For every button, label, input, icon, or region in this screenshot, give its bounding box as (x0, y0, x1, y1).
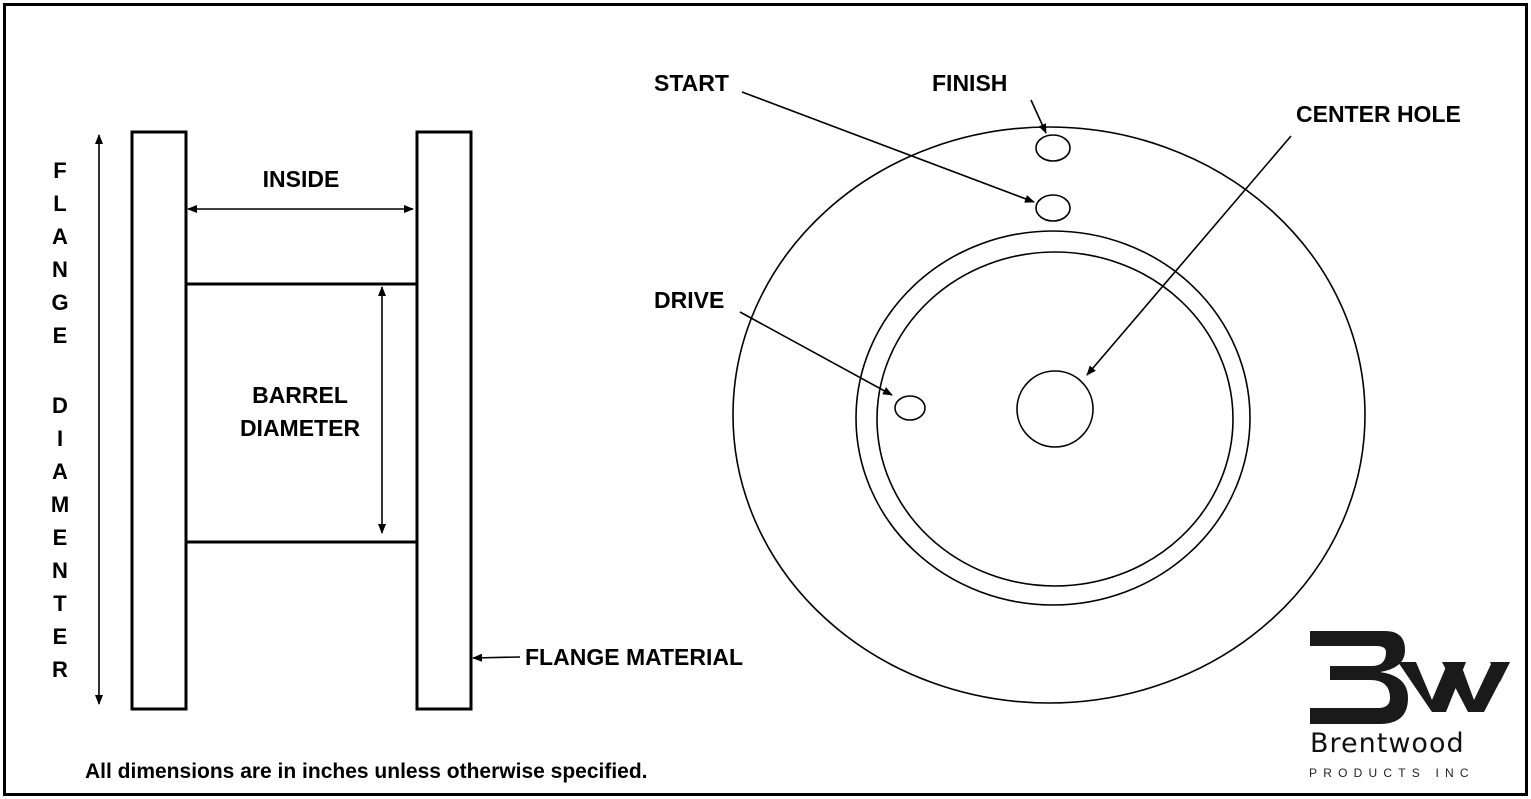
center-hole (1016, 370, 1094, 448)
vert-letter: E (53, 624, 68, 649)
finish-hole (1035, 134, 1071, 162)
barrel-outer-ring (855, 230, 1251, 606)
finish-label: FINISH (932, 70, 1007, 96)
start-label: START (654, 70, 729, 96)
vert-letter: E (53, 525, 68, 550)
right-flange (415, 130, 473, 711)
logo-subtitle: PRODUCTS INC (1309, 766, 1475, 780)
start-hole (1035, 194, 1071, 222)
vert-letter: D (52, 393, 68, 418)
flange-material-arrow (472, 653, 521, 662)
diagram-frame (3, 3, 1528, 796)
dimensions-footnote: All dimensions are in inches unless othe… (85, 760, 648, 783)
drive-hole (894, 395, 926, 421)
flange-outer-circle (732, 126, 1366, 704)
vert-letter: L (53, 191, 66, 216)
flange-material-label: FLANGE MATERIAL (525, 644, 743, 670)
barrel-label-line2: DIAMETER (240, 415, 361, 441)
vert-letter: G (51, 290, 68, 315)
vert-letter: T (53, 591, 67, 616)
inside-label: INSIDE (263, 166, 340, 192)
vert-letter: A (52, 224, 68, 249)
vert-letter: F (53, 158, 66, 183)
vert-letter: A (52, 459, 68, 484)
vert-letter: I (57, 426, 63, 451)
drive-label: DRIVE (654, 287, 724, 313)
brentwood-logo-mark (1310, 631, 1510, 724)
left-flange (130, 130, 188, 711)
vert-letter: R (52, 657, 68, 682)
flange-diameter-vertical-label: F L A N G E D I A M E N T E R (51, 158, 69, 682)
vert-letter: N (52, 257, 68, 282)
barrel-label-line1: BARREL (252, 382, 348, 408)
center-hole-leader-arrow (1086, 135, 1292, 376)
vert-letter: M (51, 492, 69, 517)
vert-letter: E (53, 323, 68, 348)
barrel-inner-ring (876, 251, 1234, 587)
finish-leader-arrow (1030, 99, 1047, 134)
vert-letter: N (52, 558, 68, 583)
logo-wordmark: Brentwood (1310, 728, 1465, 759)
center-hole-label: CENTER HOLE (1296, 101, 1461, 127)
start-leader-arrow (741, 91, 1035, 203)
drive-leader-arrow (739, 311, 893, 396)
